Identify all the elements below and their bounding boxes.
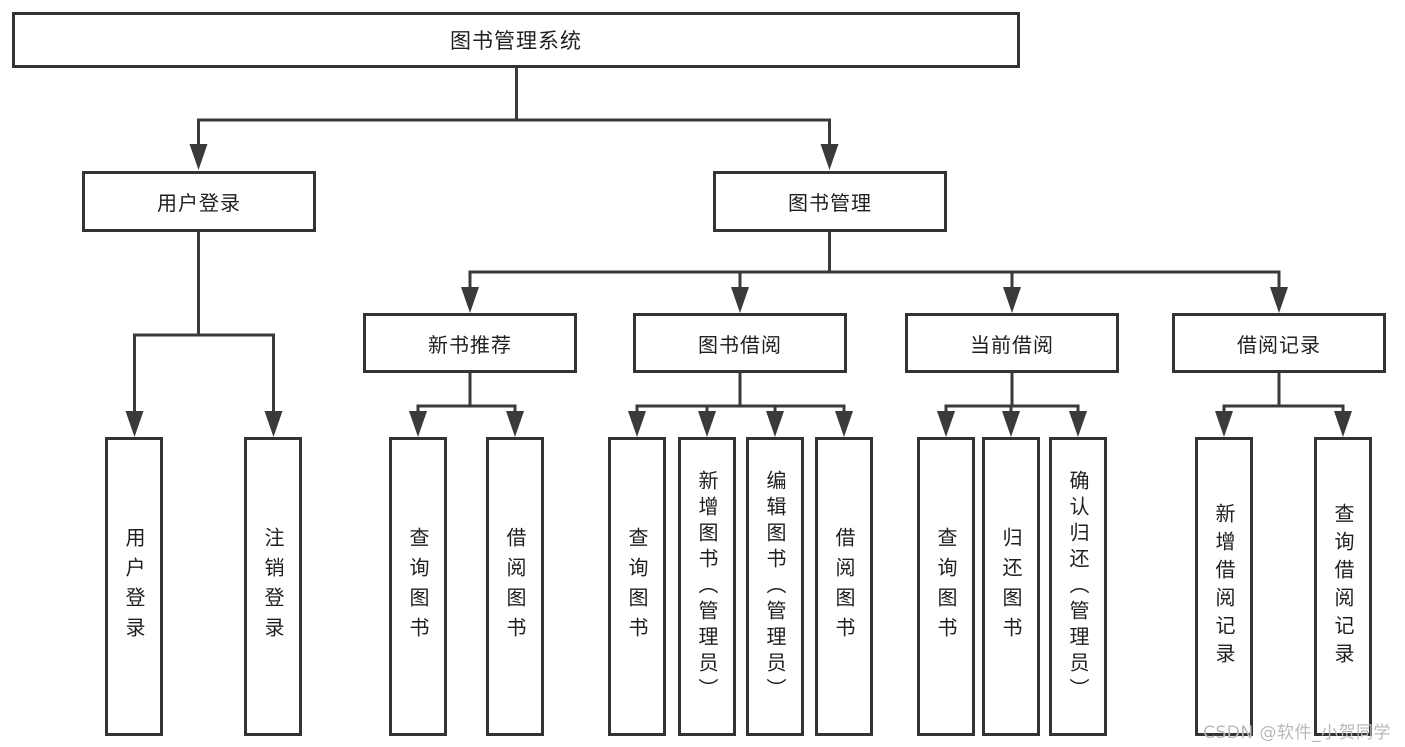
leaf-query-books-1: 查询图书	[389, 437, 447, 736]
node-book-management-label: 图书管理	[788, 191, 872, 215]
node-book-management: 图书管理	[713, 171, 947, 232]
leaf-query-borrow-record: 查询借阅记录	[1314, 437, 1372, 736]
leaf-borrow-books-1: 借阅图书	[486, 437, 544, 736]
leaf-add-book-admin: 新增图书（管理员）	[678, 437, 736, 736]
node-borrowing-records: 借阅记录	[1172, 313, 1386, 373]
leaf-query-books-2: 查询图书	[608, 437, 666, 736]
leaf-add-borrow-record: 新增借阅记录	[1195, 437, 1253, 736]
leaf-query-books-1-label: 查询图书	[406, 526, 430, 647]
leaf-add-book-admin-label: 新增图书（管理员）	[695, 469, 719, 704]
leaf-edit-book-admin-label: 编辑图书（管理员）	[763, 469, 787, 704]
leaf-borrow-books-1-label: 借阅图书	[503, 526, 527, 647]
node-borrowing-records-label: 借阅记录	[1237, 332, 1321, 357]
leaf-query-borrow-record-label: 查询借阅记录	[1331, 502, 1355, 671]
leaf-return-books-label: 归还图书	[999, 526, 1023, 647]
leaf-logout-label: 注销登录	[261, 526, 285, 647]
leaf-confirm-return-admin-label: 确认归还（管理员）	[1066, 469, 1090, 704]
leaf-borrow-books-2-label: 借阅图书	[832, 526, 856, 647]
node-user-login-label: 用户登录	[157, 191, 241, 215]
node-book-borrowing-label: 图书借阅	[698, 332, 782, 357]
leaf-logout: 注销登录	[244, 437, 302, 736]
node-book-borrowing: 图书借阅	[633, 313, 847, 373]
node-current-borrowing-label: 当前借阅	[970, 332, 1054, 357]
leaf-query-books-2-label: 查询图书	[625, 526, 649, 647]
leaf-user-login-label: 用户登录	[122, 526, 146, 647]
node-user-login: 用户登录	[82, 171, 316, 232]
node-root-system: 图书管理系统	[12, 12, 1020, 68]
node-new-book-recommend: 新书推荐	[363, 313, 577, 373]
node-current-borrowing: 当前借阅	[905, 313, 1119, 373]
node-new-book-recommend-label: 新书推荐	[428, 332, 512, 357]
leaf-edit-book-admin: 编辑图书（管理员）	[746, 437, 804, 736]
leaf-return-books: 归还图书	[982, 437, 1040, 736]
leaf-borrow-books-2: 借阅图书	[815, 437, 873, 736]
leaf-user-login: 用户登录	[105, 437, 163, 736]
node-root-label: 图书管理系统	[450, 29, 582, 53]
leaf-query-books-3: 查询图书	[917, 437, 975, 736]
csdn-watermark: CSDN @软件_小贺同学	[1203, 723, 1391, 743]
leaf-query-books-3-label: 查询图书	[934, 526, 958, 647]
leaf-add-borrow-record-label: 新增借阅记录	[1212, 502, 1236, 671]
leaf-confirm-return-admin: 确认归还（管理员）	[1049, 437, 1107, 736]
